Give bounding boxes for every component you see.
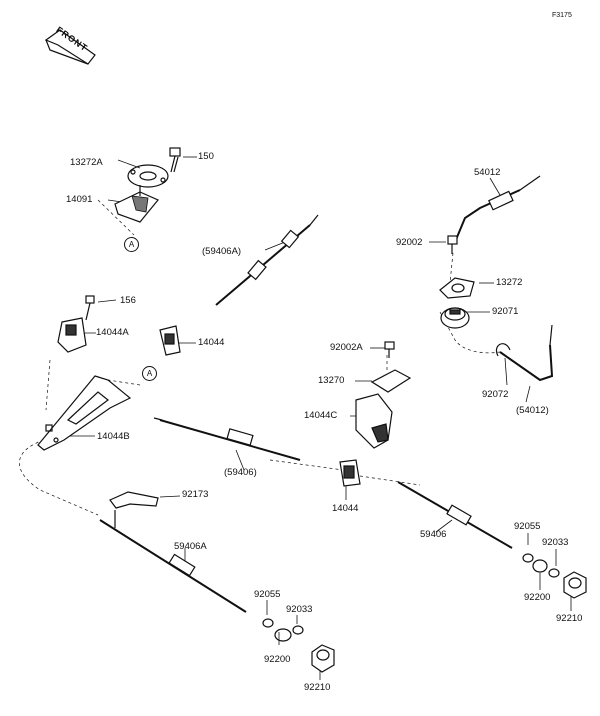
part-label-92002a: 92002A	[330, 342, 363, 353]
cable-59406-mid	[153, 417, 301, 461]
leader-lines	[70, 156, 572, 680]
hardware-right	[522, 553, 587, 599]
part-label-92072: 92072	[482, 389, 509, 400]
part-label-92055-left: 92055	[254, 589, 281, 600]
part-label-92002: 92002	[396, 237, 423, 248]
clamp-14044	[159, 325, 181, 356]
part-label-59406a-paren: (59406A)	[202, 246, 242, 257]
bracket-14044b	[37, 375, 132, 451]
figure-number: F3175	[552, 12, 572, 19]
clamp-14044a	[57, 317, 87, 353]
part-label-14044c: 14044C	[304, 410, 338, 421]
bolt-156	[85, 295, 95, 321]
gasket-13272a	[127, 164, 169, 188]
part-label-92200-right: 92200	[524, 592, 551, 603]
part-label-13270: 13270	[318, 375, 345, 386]
part-label-54012-paren: (54012)	[516, 405, 549, 416]
screw-92002	[447, 235, 458, 254]
bolt-150	[169, 147, 181, 173]
bracket-92173	[109, 491, 159, 509]
routing-lines	[19, 199, 501, 516]
cable-59406a-lower	[99, 510, 247, 613]
part-label-14091: 14091	[66, 194, 93, 205]
cable-boss-14091	[114, 185, 159, 223]
clamp-14044-center	[339, 459, 361, 487]
cable-59406-right	[397, 481, 513, 549]
cap-92071	[440, 307, 470, 329]
callout-a-upper: A	[124, 237, 139, 252]
part-label-92033-left: 92033	[286, 604, 313, 615]
part-label-92055-right: 92055	[514, 521, 541, 532]
part-label-14044b: 14044B	[97, 431, 130, 442]
part-label-59406a: 59406A	[174, 541, 207, 552]
part-label-14044-upper: 14044	[198, 337, 225, 348]
part-label-13272: 13272	[496, 277, 523, 288]
part-label-14044-center: 14044	[332, 503, 359, 514]
part-label-156: 156	[120, 295, 136, 306]
part-label-92173: 92173	[182, 489, 209, 500]
part-label-54012: 54012	[474, 167, 501, 178]
cable-54012-upper	[454, 175, 541, 243]
front-indicator: FRONT	[40, 25, 90, 54]
part-label-92210-right: 92210	[556, 613, 583, 624]
cable-54012-lower	[495, 324, 554, 382]
front-arrow-icon	[44, 29, 96, 65]
part-label-150: 150	[198, 151, 214, 162]
part-label-13272a: 13272A	[70, 157, 103, 168]
callout-a-lower: A	[142, 366, 157, 381]
part-label-92210-left: 92210	[304, 682, 331, 693]
cable-59406a-upper	[215, 214, 319, 306]
part-label-14044a: 14044A	[96, 327, 129, 338]
screw-92002a	[384, 341, 395, 358]
hardware-lower-left	[262, 618, 335, 673]
part-label-59406: 59406	[420, 529, 447, 540]
gasket-13272	[439, 277, 475, 299]
part-label-92033-right: 92033	[542, 537, 569, 548]
part-label-92071: 92071	[492, 306, 519, 317]
plate-13270	[370, 369, 412, 393]
part-label-59406-paren: (59406)	[224, 467, 257, 478]
bracket-14044c	[355, 393, 393, 449]
part-label-92200-left: 92200	[264, 654, 291, 665]
